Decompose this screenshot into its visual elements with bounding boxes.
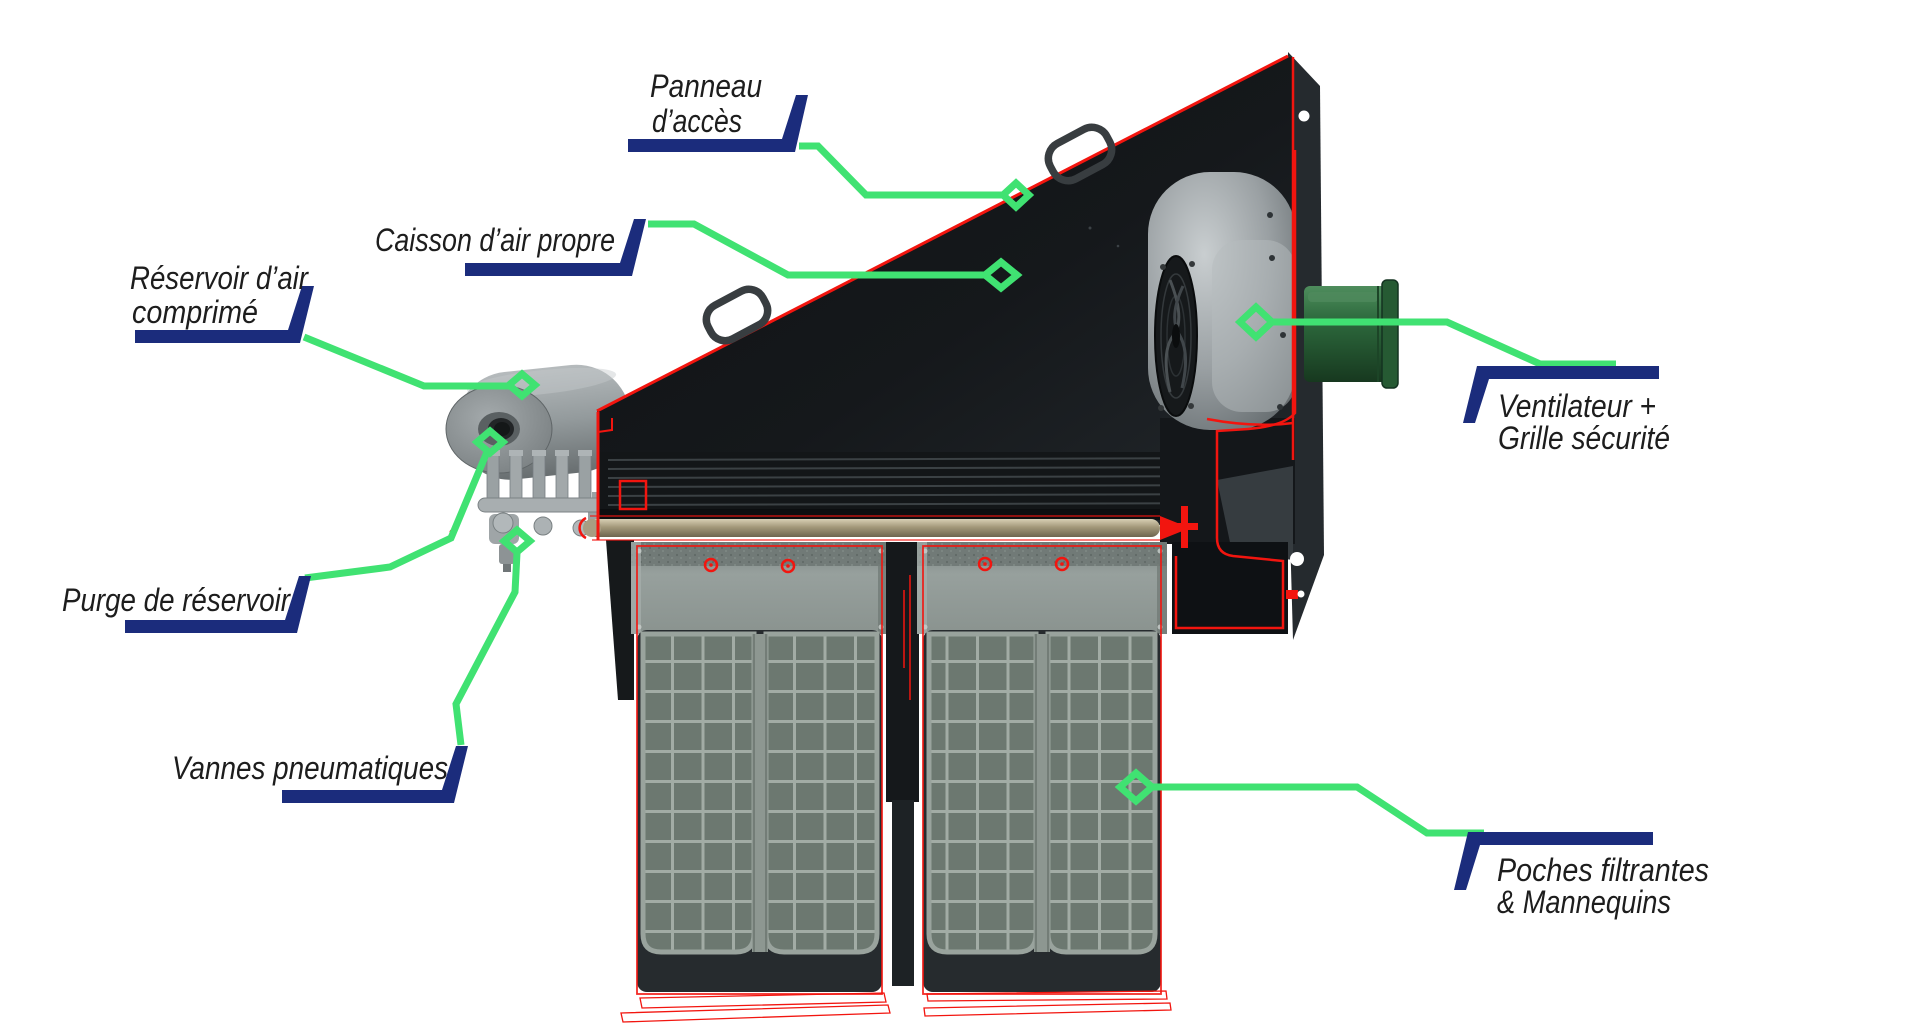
filter-module-left xyxy=(620,542,891,1023)
label-text: Ventilateur + xyxy=(1498,388,1656,424)
filter-module-right xyxy=(917,542,1172,1017)
hopper-side-sliver xyxy=(606,540,634,700)
flange-holes xyxy=(1290,110,1310,598)
label-text: d’accès xyxy=(652,103,742,139)
marker-purge xyxy=(471,426,509,458)
module-gap xyxy=(886,542,919,986)
leader-purge xyxy=(304,450,491,582)
red-outline-details xyxy=(590,54,1298,630)
filter-bag-panel xyxy=(763,631,880,955)
fan-under-duct xyxy=(1160,418,1295,634)
label-text: & Mannequins xyxy=(1497,884,1671,920)
leader-reservoir xyxy=(302,333,509,390)
label-underline xyxy=(135,286,314,343)
leader-vannes xyxy=(452,552,521,746)
label-purge-reservoir: Purge de réservoir xyxy=(62,576,311,633)
diamond-markers xyxy=(471,178,1278,806)
label-reservoir-air-comprime: Réservoir d’air comprimé xyxy=(130,260,314,343)
red-bolt xyxy=(1054,556,1070,572)
fan-outlet-duct xyxy=(1304,279,1399,389)
label-text: Poches filtrantes xyxy=(1497,852,1709,888)
red-bolt xyxy=(780,558,796,574)
label-overline xyxy=(1463,366,1659,423)
label-text: Réservoir d’air xyxy=(130,260,309,296)
leader-ventilateur xyxy=(1272,318,1616,368)
label-text: Grille sécurité xyxy=(1498,420,1670,456)
label-text: comprimé xyxy=(132,294,258,330)
leader-panneau xyxy=(799,142,1003,199)
marker-reservoir xyxy=(503,369,541,401)
leader-lines xyxy=(302,142,1616,837)
marker-ventilateur xyxy=(1234,302,1278,342)
filter-clamp-rod xyxy=(578,506,1198,548)
label-underline xyxy=(282,746,468,803)
label-text: Panneau xyxy=(650,68,762,104)
bag-wireframe-slat xyxy=(923,1002,1172,1017)
label-caisson-air-propre: Caisson d’air propre xyxy=(375,219,646,276)
bag-wireframe-slat xyxy=(926,990,1168,1002)
bag-wireframe-slat xyxy=(620,1004,891,1023)
clean-air-plenum xyxy=(597,57,1293,525)
label-text: Purge de réservoir xyxy=(62,582,291,618)
label-underline xyxy=(465,219,646,276)
label-panneau-acces: Panneau d’accès xyxy=(628,68,808,152)
fan-grille xyxy=(1154,255,1198,417)
handle xyxy=(702,285,772,345)
red-bolt xyxy=(977,556,993,572)
marker-vannes xyxy=(498,525,536,557)
label-text: Caisson d’air propre xyxy=(375,222,615,258)
filter-bag-panel xyxy=(1045,631,1158,955)
filter-bag-panel xyxy=(640,631,757,955)
leader-poches xyxy=(1152,783,1484,837)
label-overline xyxy=(1454,832,1653,890)
filter-bag-panel xyxy=(926,631,1039,955)
label-vannes-pneumatiques: Vannes pneumatiques xyxy=(172,746,468,803)
label-underline xyxy=(628,95,808,152)
bag-wireframe-slat xyxy=(639,992,887,1009)
leader-caisson xyxy=(648,220,985,279)
label-text: Vannes pneumatiques xyxy=(172,750,448,786)
label-underline xyxy=(125,576,311,633)
label-poches-filtrantes: Poches filtrantes & Mannequins xyxy=(1454,832,1709,920)
label-ventilateur-grille: Ventilateur + Grille sécurité xyxy=(1463,366,1670,456)
handle xyxy=(1044,123,1116,185)
red-bolt xyxy=(703,557,719,573)
fan-assembly xyxy=(1148,172,1296,430)
access-panel-handles xyxy=(702,123,1116,345)
marker-panneau xyxy=(997,178,1035,212)
marker-poches xyxy=(1114,768,1158,806)
marker-caisson xyxy=(979,257,1023,293)
